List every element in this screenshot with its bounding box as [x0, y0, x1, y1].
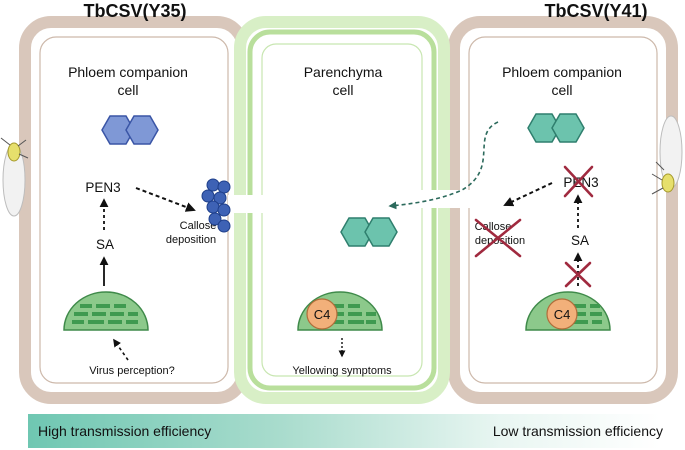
whitefly-icon-right: [651, 115, 683, 195]
right-callose-line1: Callose: [475, 221, 512, 233]
right-sa-label: SA: [571, 233, 589, 248]
whitefly-icon-left: [0, 137, 29, 217]
left-perception-label: Virus perception?: [89, 365, 174, 377]
strain-left-title: TbCSV(Y35): [83, 1, 186, 21]
block-x-icon-callose: [474, 218, 522, 258]
high-efficiency-label: High transmission efficiency: [38, 423, 212, 439]
left-callose-line1: Callose: [180, 220, 217, 232]
middle-cell-name-line2: cell: [332, 82, 353, 98]
arrow-perception-to-chloroplast: [113, 338, 129, 361]
right-phloem-cell: [448, 16, 678, 404]
chloroplast-icon-middle: [297, 291, 383, 331]
transmission-gradient-bar: [28, 414, 660, 448]
right-c4-label: C4: [554, 307, 571, 322]
block-x-icon-pen3: [563, 165, 594, 198]
right-cell-name-line1: Phloem companion: [502, 64, 622, 80]
virus-icon-left: [101, 115, 159, 145]
middle-c4-label: C4: [314, 307, 331, 322]
callose-deposit-icon: [201, 178, 231, 233]
virus-icon-right: [527, 113, 585, 143]
chloroplast-icon-left: [63, 291, 149, 331]
arrow-pen3-to-callose: [135, 187, 196, 212]
arrow-pen3-to-callose-right: [503, 182, 553, 207]
strain-right-title: TbCSV(Y41): [544, 1, 647, 21]
left-callose-line2: deposition: [166, 234, 216, 246]
chloroplast-icon-right: [525, 291, 611, 331]
plasmodesma-left: [228, 195, 264, 213]
symptoms-label: Yellowing symptoms: [292, 365, 392, 377]
left-cell-name-line1: Phloem companion: [68, 64, 188, 80]
left-sa-label: SA: [96, 237, 114, 252]
low-efficiency-label: Low transmission efficiency: [492, 423, 663, 439]
block-x-icon-sa: [564, 261, 592, 288]
diagram-svg: TbCSV(Y35) TbCSV(Y41) Phloem companion c…: [0, 1, 683, 404]
plasmodesma-right: [420, 190, 472, 208]
left-cell-name-line2: cell: [117, 82, 138, 98]
right-cell-name-line2: cell: [551, 82, 572, 98]
virus-icon-middle: [340, 217, 398, 247]
middle-cell-name-line1: Parenchyma: [304, 64, 383, 80]
left-pen3-label: PEN3: [85, 180, 120, 195]
